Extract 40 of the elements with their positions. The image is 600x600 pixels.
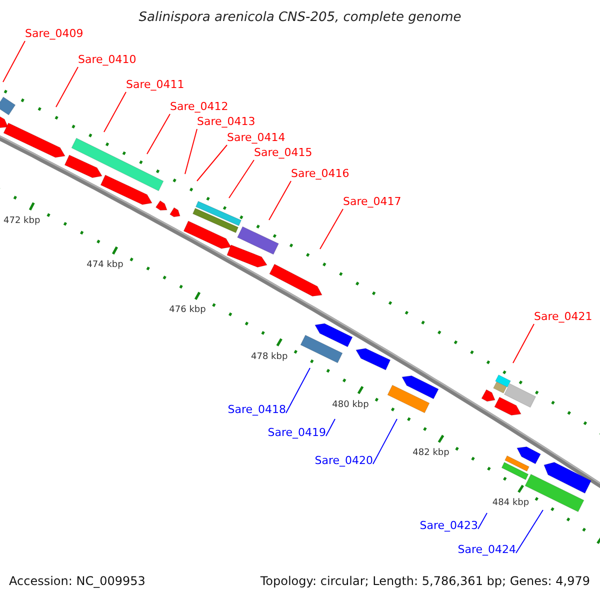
footer-text: Accession: NC_009953 bbox=[9, 574, 146, 588]
gene-label: Sare_0423 bbox=[420, 519, 478, 533]
scale-label: 478 kbp bbox=[251, 352, 288, 363]
scale-label: 482 kbp bbox=[412, 448, 450, 460]
leader-line bbox=[512, 324, 534, 364]
leader-line bbox=[2, 40, 26, 82]
leader-line bbox=[196, 144, 228, 182]
leader-line bbox=[146, 114, 170, 154]
gene-label: Sare_0419 bbox=[268, 426, 326, 440]
footer-text: Topology: circular; Length: 5,786,361 bp; Genes: 4,979 bbox=[260, 574, 590, 588]
leader-line bbox=[184, 128, 198, 174]
leader-line bbox=[320, 208, 344, 250]
scale-label: 472 kbp bbox=[4, 216, 40, 227]
leader-line bbox=[516, 510, 544, 554]
gene-label: Sare_0421 bbox=[534, 310, 592, 324]
gene-label: Sare_0410 bbox=[78, 53, 136, 67]
gene-label: Sare_0411 bbox=[126, 78, 184, 92]
leader-line bbox=[104, 92, 126, 132]
gene-label: Sare_0414 bbox=[227, 131, 286, 145]
scale-label: 474 kbp bbox=[86, 260, 124, 271]
leader-line bbox=[372, 418, 398, 464]
gene-label: Sare_0416 bbox=[291, 167, 350, 181]
leader-line bbox=[286, 368, 310, 414]
gene-label: Sare_0417 bbox=[343, 195, 402, 209]
gene-label: Sare_0415 bbox=[254, 146, 312, 160]
gene-label: Sare_0424 bbox=[458, 543, 516, 557]
gene-label: Sare_0420 bbox=[314, 454, 373, 468]
gene-label: Sare_0412 bbox=[170, 100, 228, 114]
scale-label: 476 kbp bbox=[169, 305, 206, 316]
leader-line bbox=[228, 160, 254, 198]
leader-line bbox=[56, 66, 78, 108]
title: Salinispora arenicola CNS-205, complete genome bbox=[138, 10, 462, 26]
scale-label: 480 kbp bbox=[332, 400, 369, 411]
leader-line bbox=[478, 512, 488, 530]
gene-label: Sare_0413 bbox=[197, 115, 256, 129]
gene-label: Sare_0409 bbox=[25, 27, 84, 41]
leader-line bbox=[268, 180, 292, 220]
gene-label: Sare_0418 bbox=[228, 403, 286, 417]
leader-line bbox=[326, 418, 336, 436]
scale-label: 484 kbp bbox=[492, 498, 530, 510]
